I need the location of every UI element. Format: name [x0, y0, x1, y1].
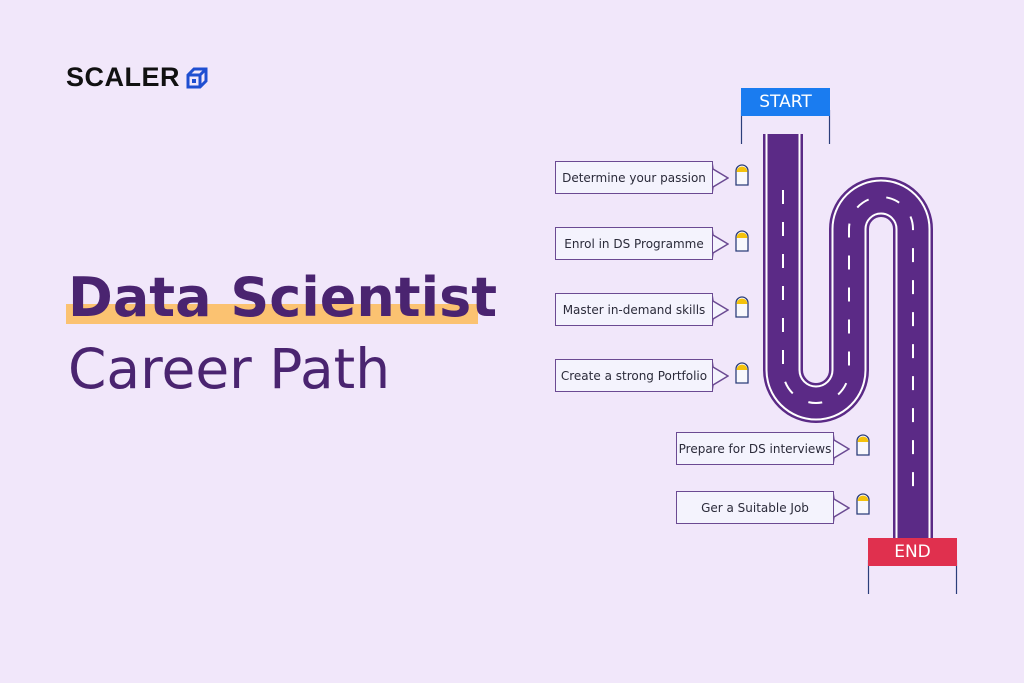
- callout-pointer-icon: [834, 434, 850, 464]
- step-label: Master in-demand skills: [555, 293, 713, 326]
- callout-pointer-icon: [713, 361, 729, 391]
- road-center-dashes: [782, 190, 914, 500]
- end-banner: END: [868, 538, 957, 566]
- step-label: Create a strong Portfolio: [555, 359, 713, 392]
- step-label: Prepare for DS interviews: [676, 432, 834, 465]
- callout-pointer-icon: [713, 295, 729, 325]
- milestone-marker-icon: [735, 230, 749, 252]
- milestone-marker-icon: [735, 164, 749, 186]
- callout-pointer-icon: [834, 493, 850, 523]
- milestone-marker-icon: [735, 362, 749, 384]
- step-callout: Master in-demand skills: [555, 293, 729, 326]
- milestone-marker-icon: [856, 493, 870, 515]
- scaler-logo: SCALER: [66, 62, 208, 93]
- title-line-1: Data Scientist: [66, 262, 498, 334]
- title-line-2: Career Path: [68, 337, 391, 401]
- road: [763, 133, 933, 540]
- callout-pointer-icon: [713, 229, 729, 259]
- step-callout: Ger a Suitable Job: [676, 491, 850, 524]
- callout-pointer-icon: [713, 163, 729, 193]
- start-banner: START: [741, 88, 830, 116]
- brand-name: SCALER: [66, 62, 181, 92]
- step-callout: Prepare for DS interviews: [676, 432, 850, 465]
- scaler-cube-icon: [186, 67, 208, 88]
- step-callout: Create a strong Portfolio: [555, 359, 729, 392]
- step-label: Determine your passion: [555, 161, 713, 194]
- title-highlight: [66, 304, 478, 324]
- title-line-1-text: Data Scientist: [68, 266, 498, 329]
- step-callout: Enrol in DS Programme: [555, 227, 729, 260]
- milestone-marker-icon: [856, 434, 870, 456]
- step-label: Ger a Suitable Job: [676, 491, 834, 524]
- step-label: Enrol in DS Programme: [555, 227, 713, 260]
- milestone-marker-icon: [735, 296, 749, 318]
- step-callout: Determine your passion: [555, 161, 729, 194]
- page-title: Data Scientist Career Path: [66, 262, 498, 404]
